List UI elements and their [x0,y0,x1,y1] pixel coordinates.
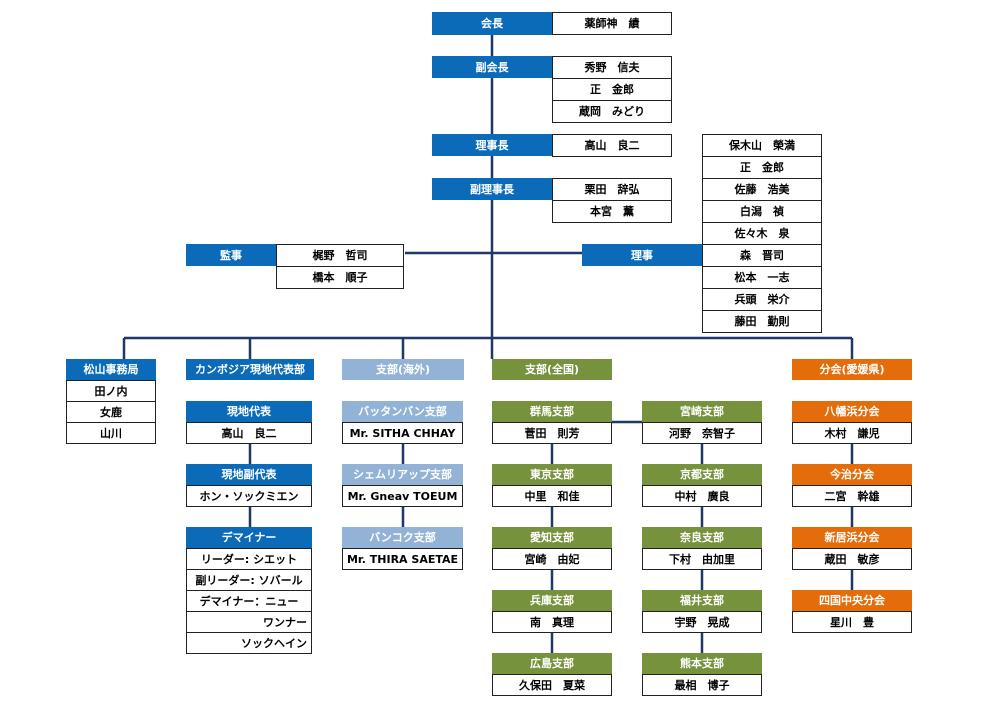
rijicho-title: 理事長 [432,134,552,156]
kanji-title: 監事 [186,244,276,266]
national-col1-3-title: 愛知支部 [492,527,612,548]
rijicho-name: 高山 良二 [552,134,672,157]
kaicho-name: 薬師神 績 [552,12,672,35]
deminer-name-4: ワンナー [186,611,312,633]
overseas-branch-2-title: シェムリアップ支部 [342,464,463,485]
national-col1-3-name: 宮崎 由妃 [492,548,612,570]
national-col2-5-title: 熊本支部 [642,653,762,674]
ehime-3-title: 新居浜分会 [792,527,912,548]
cambodia-title: カンボジア現地代表部 [186,359,314,380]
ehime-4-name: 星川 豊 [792,611,912,633]
national-col1-1-name: 菅田 則芳 [492,422,612,444]
overseas-title: 支部(海外) [342,359,464,380]
fukurijicho-title: 副理事長 [432,178,552,200]
national-col2-4-title: 福井支部 [642,590,762,611]
riji-name-7: 松本 一志 [702,266,822,289]
fukurijicho-name-1: 栗田 辞弘 [552,178,672,201]
ehime-4-title: 四国中央分会 [792,590,912,611]
national-col1-2-name: 中里 和佳 [492,485,612,507]
overseas-branch-1-name: Mr. SITHA CHHAY [342,422,463,444]
national-col1-5-title: 広島支部 [492,653,612,674]
fukukaicho-title: 副会長 [432,56,552,78]
ehime-1-title: 八幡浜分会 [792,401,912,422]
deminer-name-2: 副リーダー: ソバール [186,569,312,591]
national-col2-1-title: 宮崎支部 [642,401,762,422]
riji-name-5: 佐々木 泉 [702,222,822,245]
deminer-name-5: ソックヘイン [186,632,312,654]
national-col1-5-name: 久保田 夏菜 [492,674,612,696]
fukukaicho-name-2: 正 金郎 [552,78,672,101]
riji-name-8: 兵頭 栄介 [702,288,822,311]
deminer-title: デマイナー [186,527,312,548]
overseas-branch-3-name: Mr. THIRA SAETAE [342,548,463,570]
riji-name-4: 白潟 禎 [702,200,822,223]
fukurijicho-name-2: 本宮 薫 [552,200,672,223]
national-col2-3-title: 奈良支部 [642,527,762,548]
national-col1-4-title: 兵庫支部 [492,590,612,611]
fukukaicho-name-1: 秀野 信夫 [552,56,672,79]
national-col1-4-name: 南 真理 [492,611,612,633]
national-col2-1-name: 河野 奈智子 [642,422,762,444]
ehime-2-name: 二宮 幹雄 [792,485,912,507]
national-col2-5-name: 最相 博子 [642,674,762,696]
riji-name-9: 藤田 勤則 [702,310,822,333]
cambodia-rep-name: 高山 良二 [186,422,312,444]
kaicho-title: 会長 [432,12,552,35]
deminer-name-1: リーダー: シエット [186,548,312,570]
fukukaicho-name-3: 蔵岡 みどり [552,100,672,123]
kanji-name-2: 橋本 順子 [276,266,404,289]
national-col2-3-name: 下村 由加里 [642,548,762,570]
overseas-branch-2-name: Mr. Gneav TOEUM [342,485,463,507]
cambodia-subrep-title: 現地副代表 [186,464,312,485]
riji-name-1: 保木山 榮満 [702,134,822,157]
riji-title: 理事 [582,244,702,266]
national-title: 支部(全国) [492,359,612,380]
matsuyama-title: 松山事務局 [66,359,156,380]
riji-name-2: 正 金郎 [702,156,822,179]
matsuyama-name-2: 女鹿 [66,401,156,423]
national-col2-2-title: 京都支部 [642,464,762,485]
ehime-1-name: 木村 謙児 [792,422,912,444]
cambodia-subrep-name: ホン・ソックミエン [186,485,312,507]
matsuyama-name-3: 山川 [66,422,156,444]
national-col1-1-title: 群馬支部 [492,401,612,422]
riji-name-6: 森 晋司 [702,244,822,267]
national-col2-4-name: 宇野 晃成 [642,611,762,633]
deminer-name-3: デマイナー：ニュー [186,590,312,612]
ehime-2-title: 今治分会 [792,464,912,485]
overseas-branch-1-title: バッタンバン支部 [342,401,463,422]
national-col1-2-title: 東京支部 [492,464,612,485]
kanji-name-1: 梶野 哲司 [276,244,404,267]
ehime-title: 分会(愛媛県) [792,359,912,380]
cambodia-rep-title: 現地代表 [186,401,312,422]
riji-name-3: 佐藤 浩美 [702,178,822,201]
overseas-branch-3-title: バンコク支部 [342,527,463,548]
matsuyama-name-1: 田ノ内 [66,380,156,402]
ehime-3-name: 蔵田 敏彦 [792,548,912,570]
national-col2-2-name: 中村 廣良 [642,485,762,507]
